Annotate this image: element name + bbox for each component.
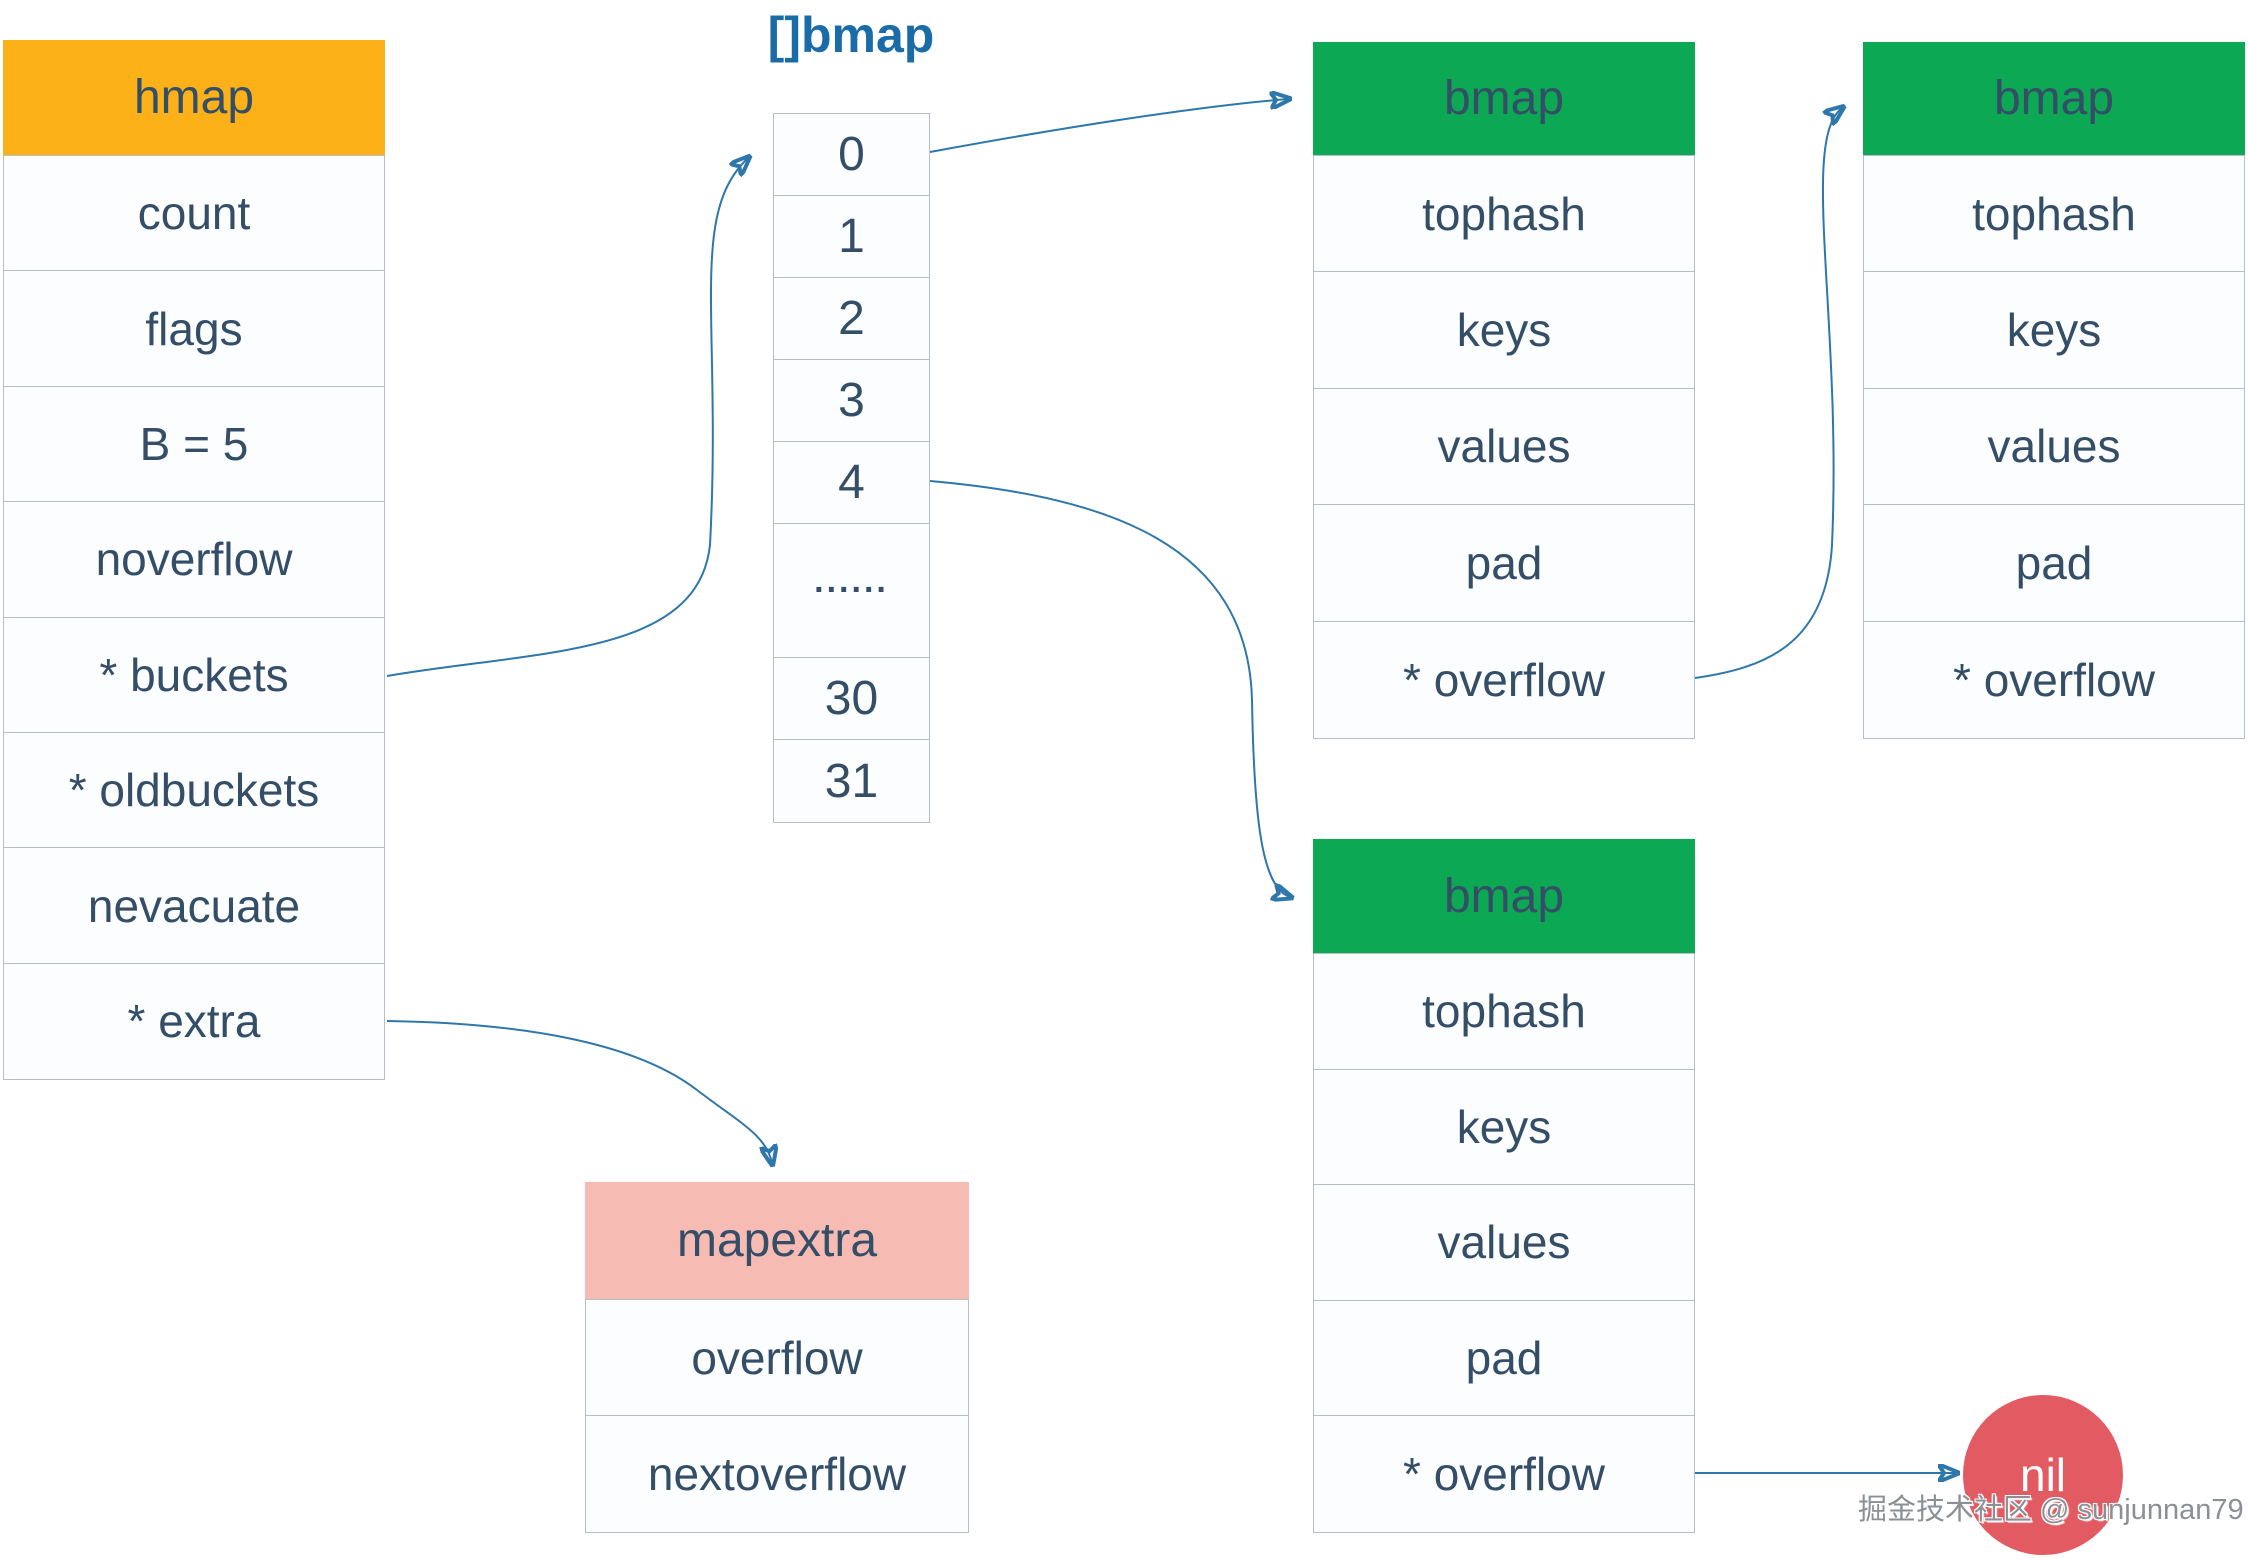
table-row: count (4, 156, 384, 272)
table-row: noverflow (4, 502, 384, 618)
nil-node: nil (1963, 1395, 2123, 1555)
table-row: * extra (127, 995, 261, 1048)
table-row: * oldbuckets (4, 733, 384, 849)
arrow-array4-to-bmap3 (929, 480, 1290, 897)
table-row: * overflow (1403, 1447, 1605, 1500)
hmap-rows: count flags B = 5 noverflow * buckets * … (3, 155, 385, 1081)
arrow-overflow1-to-bmap2 (1694, 108, 1842, 679)
bmap2-rows: tophash keys values pad * overflow (1863, 155, 2245, 739)
nil-label: nil (2019, 1449, 2067, 1501)
table-row: nevacuate (4, 848, 384, 964)
bmap3-rows: tophash keys values pad * overflow (1313, 953, 1695, 1533)
array-cell: 30 (774, 658, 929, 740)
mapextra-table: mapextra overflow nextoverflow (585, 1182, 969, 1533)
bmap-array: 0 1 2 3 4 ...... 30 31 (773, 113, 930, 823)
table-row: * overflow (1403, 653, 1605, 706)
table-row: pad (1314, 1301, 1694, 1416)
array-cell: 4 (774, 442, 929, 524)
watermark: 掘金技术社区 @ sunjunnan79 (1858, 1494, 2244, 1526)
mapextra-header: mapextra (585, 1182, 969, 1299)
table-row: pad (1864, 505, 2244, 622)
bmap-table-1: bmap tophash keys values pad * overflow (1313, 42, 1695, 739)
table-row: * buckets (4, 618, 384, 733)
array-cell: 31 (824, 754, 879, 808)
bmap1-header: bmap (1313, 42, 1695, 155)
mapextra-rows: overflow nextoverflow (585, 1299, 969, 1533)
arrow-buckets-to-array (386, 158, 748, 677)
table-row: nextoverflow (647, 1448, 907, 1500)
array-cell-ellipsis: ...... (774, 524, 929, 658)
array-cell: 2 (774, 278, 929, 360)
table-row: values (1314, 1185, 1694, 1301)
table-row: flags (4, 271, 384, 387)
bmap3-header: bmap (1313, 839, 1695, 953)
array-cell: 1 (774, 196, 929, 278)
table-row: * overflow (1953, 653, 2155, 706)
table-row: keys (1314, 1070, 1694, 1185)
bmap2-header: bmap (1863, 42, 2245, 155)
bmap-table-3: bmap tophash keys values pad * overflow (1313, 839, 1695, 1533)
table-row: keys (1314, 272, 1694, 389)
bmap-array-title: []bmap (767, 7, 935, 63)
table-row: tophash (1314, 954, 1694, 1070)
table-row: B = 5 (4, 387, 384, 503)
bmap1-rows: tophash keys values pad * overflow (1313, 155, 1695, 739)
table-row: values (1314, 389, 1694, 506)
table-row: overflow (586, 1300, 968, 1416)
bmap-table-2: bmap tophash keys values pad * overflow (1863, 42, 2245, 739)
table-row: tophash (1314, 156, 1694, 273)
table-row: values (1864, 389, 2244, 506)
ellipsis-dots: ...... (814, 562, 889, 600)
array-cell: 3 (774, 360, 929, 442)
hmap-table: hmap count flags B = 5 noverflow * bucke… (3, 40, 385, 1081)
bmap-array-cells: 0 1 2 3 4 ...... 30 31 (773, 113, 930, 823)
arrow-extra-to-mapextra (386, 1020, 772, 1163)
table-row: pad (1314, 505, 1694, 622)
hmap-header: hmap (3, 40, 385, 155)
arrow-array0-to-bmap1 (929, 99, 1288, 153)
table-row: tophash (1864, 156, 2244, 273)
array-cell: 0 (774, 114, 929, 196)
table-row: keys (1864, 272, 2244, 389)
